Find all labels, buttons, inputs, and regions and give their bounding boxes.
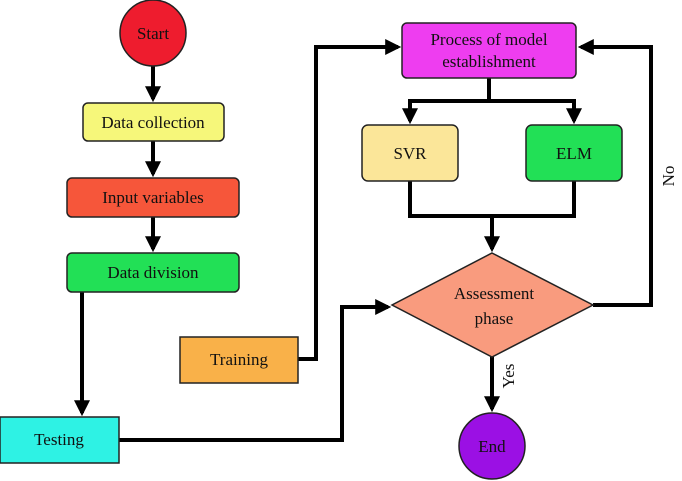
input-variables-label: Input variables (102, 188, 204, 207)
edge-model-to-elm (489, 99, 582, 125)
data-collection-box (82, 102, 225, 142)
node-elm: ELM (525, 124, 623, 182)
assessment-label-line2: phase (475, 309, 514, 328)
edge-assessment-no-to-model (577, 39, 653, 307)
testing-label: Testing (34, 430, 84, 449)
assessment-label-line1: Assessment (454, 284, 535, 303)
svr-label: SVR (393, 144, 427, 163)
elm-label: ELM (556, 144, 592, 163)
assessment-diamond (390, 252, 595, 358)
edge-testing-to-assessment (119, 299, 392, 442)
node-data-division: Data division (66, 252, 240, 293)
node-start: Start (119, 0, 187, 67)
start-label: Start (137, 24, 169, 43)
model-establishment-label-line2: establishment (442, 52, 536, 71)
end-label: End (478, 437, 506, 456)
node-testing: Testing (0, 416, 120, 464)
node-input-variables: Input variables (66, 177, 240, 218)
testing-box (0, 416, 120, 464)
edge-model-to-svr (402, 78, 491, 125)
node-model-establishment: Process of model establishment (401, 22, 577, 79)
training-label: Training (210, 350, 268, 369)
training-box (179, 336, 299, 384)
svr-box (361, 124, 459, 182)
node-svr: SVR (361, 124, 459, 182)
start-circle (119, 0, 187, 67)
node-assessment: Assessment phase (390, 252, 595, 358)
connectors (74, 39, 653, 442)
data-collection-label: Data collection (101, 113, 205, 132)
node-end: End (458, 412, 526, 480)
edge-label-no: No (659, 166, 678, 187)
data-division-box (66, 252, 240, 293)
model-establishment-label-line1: Process of model (430, 30, 547, 49)
elm-box (525, 124, 623, 182)
input-variables-box (66, 177, 240, 218)
end-circle (458, 412, 526, 480)
data-division-label: Data division (107, 263, 199, 282)
node-data-collection: Data collection (82, 102, 225, 142)
model-establishment-box (401, 22, 577, 79)
edge-training-to-model (298, 39, 402, 361)
edge-svr-to-assessment (408, 181, 576, 218)
node-training: Training (179, 336, 299, 384)
edge-label-yes: Yes (499, 364, 518, 389)
